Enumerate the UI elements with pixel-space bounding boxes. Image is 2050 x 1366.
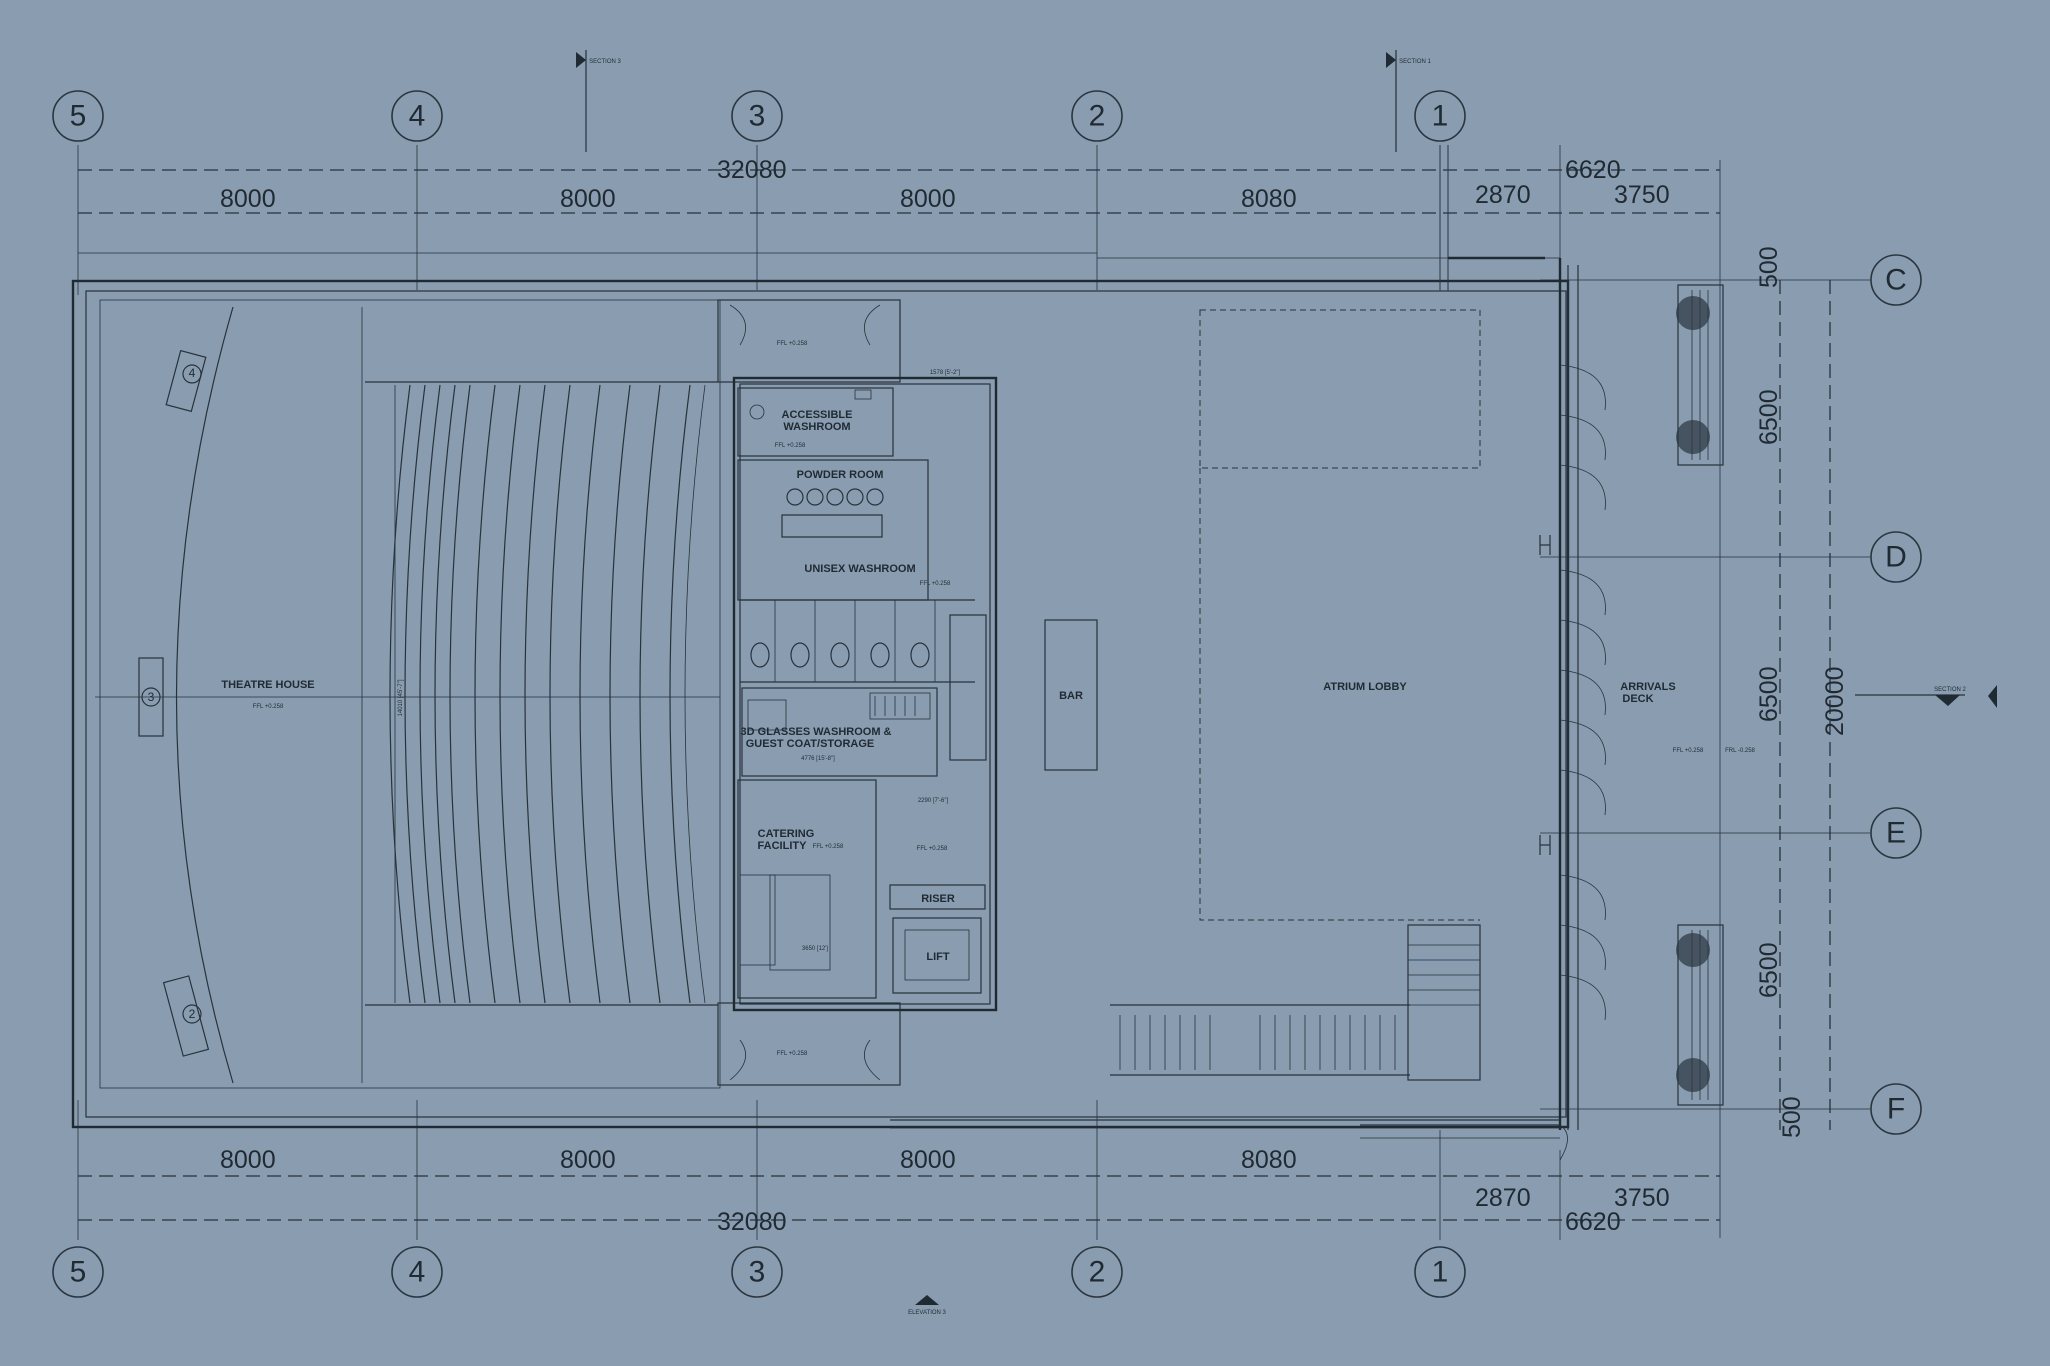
dim-vertical-500-top: 500 — [1755, 246, 1783, 288]
room-label-arrivals-2: DECK — [1622, 693, 1653, 705]
level-tag-catering: FFL +0.258 — [813, 844, 844, 850]
section-marker-c: SECTION 2 — [1855, 685, 1997, 708]
planter-top — [1676, 284, 1724, 466]
grid-label-5-bottom: 5 — [70, 1256, 87, 1289]
dim-bay-4-bottom: 8080 — [1241, 1146, 1297, 1174]
room-label-riser: RISER — [921, 893, 955, 905]
grid-label-3-top: 3 — [749, 100, 766, 133]
level-tag-corridor: FFL +0.258 — [917, 846, 948, 852]
dimension-strings-bottom: 8000 8000 8000 8080 32080 2870 3750 6620 — [77, 1100, 1720, 1240]
dim-vertical-6500-1: 6500 — [1755, 389, 1783, 445]
ramp — [1360, 1124, 1568, 1161]
room-label-atrium-lobby: ATRIUM LOBBY — [1323, 681, 1407, 693]
room-label-glasses-1: 3D GLASSES WASHROOM & — [741, 726, 892, 738]
room-label-unisex-washroom: UNISEX WASHROOM — [804, 563, 915, 575]
dimension-strings-right: 500 6500 6500 6500 500 20000 — [1540, 246, 1870, 1138]
grid-bubbles-right: C D E F — [1870, 254, 1922, 1135]
room-label-catering-2: FACILITY — [758, 840, 808, 852]
dimension-strings-top: 32080 8000 8000 8000 8080 6620 2870 3750 — [77, 145, 1721, 1238]
theatre-house: 4 3 2 THEATRE HOUSE FFL +0.258 — [95, 306, 720, 1084]
dim-vertical-total: 20000 — [1821, 666, 1849, 736]
vestibule-top: FFL +0.258 — [717, 299, 901, 383]
section-marker-a: SECTION 3 — [576, 50, 621, 152]
grid-bubbles-bottom: 5 4 3 2 1 — [52, 1246, 1466, 1298]
seating-tiers: 14010 [45'-7"] — [361, 307, 718, 1083]
room-label-theatre-house: THEATRE HOUSE — [221, 679, 314, 691]
dim-right-part-1-bottom: 2870 — [1475, 1184, 1531, 1212]
grid-label-2-bottom: 2 — [1089, 1256, 1106, 1289]
dim-overall-top: 32080 — [717, 156, 787, 184]
grid-label-2-top: 2 — [1089, 100, 1106, 133]
arrivals-deck: ARRIVALS DECK FFL +0.258 FRL -0.258 — [1620, 681, 1755, 754]
section-marker-b: SECTION 1 — [1386, 50, 1431, 152]
dim-bay-1-bottom: 8000 — [220, 1146, 276, 1174]
section-marker-c-label: SECTION 2 — [1934, 687, 1966, 693]
grid-label-1-top: 1 — [1432, 100, 1449, 133]
level-tag-accessible: FFL +0.258 — [775, 443, 806, 449]
vestibule-bottom: FFL +0.258 — [717, 1002, 901, 1086]
seat-marker-4: 4 — [189, 366, 196, 380]
room-label-accessible-2: WASHROOM — [783, 421, 850, 433]
dim-bay-2-bottom: 8000 — [560, 1146, 616, 1174]
dim-right-total-bottom: 6620 — [1565, 1208, 1621, 1236]
service-core: ACCESSIBLE WASHROOM FFL +0.258 1578 [5'-… — [732, 370, 998, 1012]
room-label-accessible-1: ACCESSIBLE — [782, 409, 853, 421]
facade-doors — [1539, 364, 1606, 1021]
room-label-catering-1: CATERING — [758, 828, 815, 840]
dim-corridor: 2290 [7'-6"] — [918, 798, 949, 804]
dim-right-part-2-bottom: 3750 — [1614, 1184, 1670, 1212]
building-outline — [71, 145, 1579, 1130]
level-tag-arrivals-frl: FRL -0.258 — [1725, 748, 1755, 754]
grid-label-c: C — [1885, 264, 1907, 297]
level-tag-arrivals: FFL +0.258 — [1673, 748, 1704, 754]
dim-vertical-500-bottom: 500 — [1778, 1096, 1806, 1138]
seat-marker-2: 2 — [189, 1007, 196, 1021]
dim-seating-depth: 14010 [45'-7"] — [398, 679, 404, 716]
level-tag-vestibule-bottom: FFL +0.258 — [777, 1051, 808, 1057]
grid-label-4-top: 4 — [409, 100, 426, 133]
grid-bubbles-top: 5 4 3 2 1 — [52, 90, 1466, 142]
grid-label-f: F — [1887, 1093, 1905, 1126]
grid-label-d: D — [1885, 541, 1907, 574]
dim-bay-2-top: 8000 — [560, 185, 616, 213]
section-marker-b-label: SECTION 1 — [1399, 59, 1431, 65]
dim-overall-bottom: 32080 — [717, 1208, 787, 1236]
seat-marker-3: 3 — [148, 690, 155, 704]
dim-bay-3-top: 8000 — [900, 185, 956, 213]
elevation-marker-label: ELEVATION 3 — [908, 1310, 946, 1316]
planter-bottom — [1676, 924, 1724, 1106]
dim-vertical-6500-2: 6500 — [1755, 666, 1783, 722]
level-tag-unisex: FFL +0.258 — [920, 581, 951, 587]
room-label-bar: BAR — [1059, 690, 1083, 702]
grid-label-5-top: 5 — [70, 100, 87, 133]
atrium-lobby: ATRIUM LOBBY — [1199, 309, 1481, 921]
grid-label-1-bottom: 1 — [1432, 1256, 1449, 1289]
dim-core-width: 1578 [5'-2"] — [930, 370, 961, 376]
dim-glasses-room: 4776 [15'-8"] — [801, 756, 835, 762]
dim-bay-4-top: 8080 — [1241, 185, 1297, 213]
section-marker-a-label: SECTION 3 — [589, 59, 621, 65]
grid-label-e: E — [1886, 817, 1906, 850]
room-label-arrivals-1: ARRIVALS — [1620, 681, 1675, 693]
level-tag-theatre: FFL +0.258 — [253, 704, 284, 710]
dim-bay-1-top: 8000 — [220, 185, 276, 213]
room-label-lift: LIFT — [926, 951, 949, 963]
dim-bay-3-bottom: 8000 — [900, 1146, 956, 1174]
grid-label-4-bottom: 4 — [409, 1256, 426, 1289]
dim-catering: 3650 [12'] — [802, 946, 829, 952]
room-label-powder-room: POWDER ROOM — [797, 469, 884, 481]
bar-counter: BAR — [1044, 619, 1098, 771]
dim-right-part-1-top: 2870 — [1475, 181, 1531, 209]
room-label-glasses-2: GUEST COAT/STORAGE — [746, 738, 875, 750]
stairs — [1110, 924, 1481, 1081]
dim-right-total-top: 6620 — [1565, 156, 1621, 184]
level-tag-vestibule-top: FFL +0.258 — [777, 341, 808, 347]
elevation-marker: ELEVATION 3 — [908, 1295, 947, 1316]
dim-right-part-2-top: 3750 — [1614, 181, 1670, 209]
dim-vertical-6500-3: 6500 — [1755, 942, 1783, 998]
grid-label-3-bottom: 3 — [749, 1256, 766, 1289]
